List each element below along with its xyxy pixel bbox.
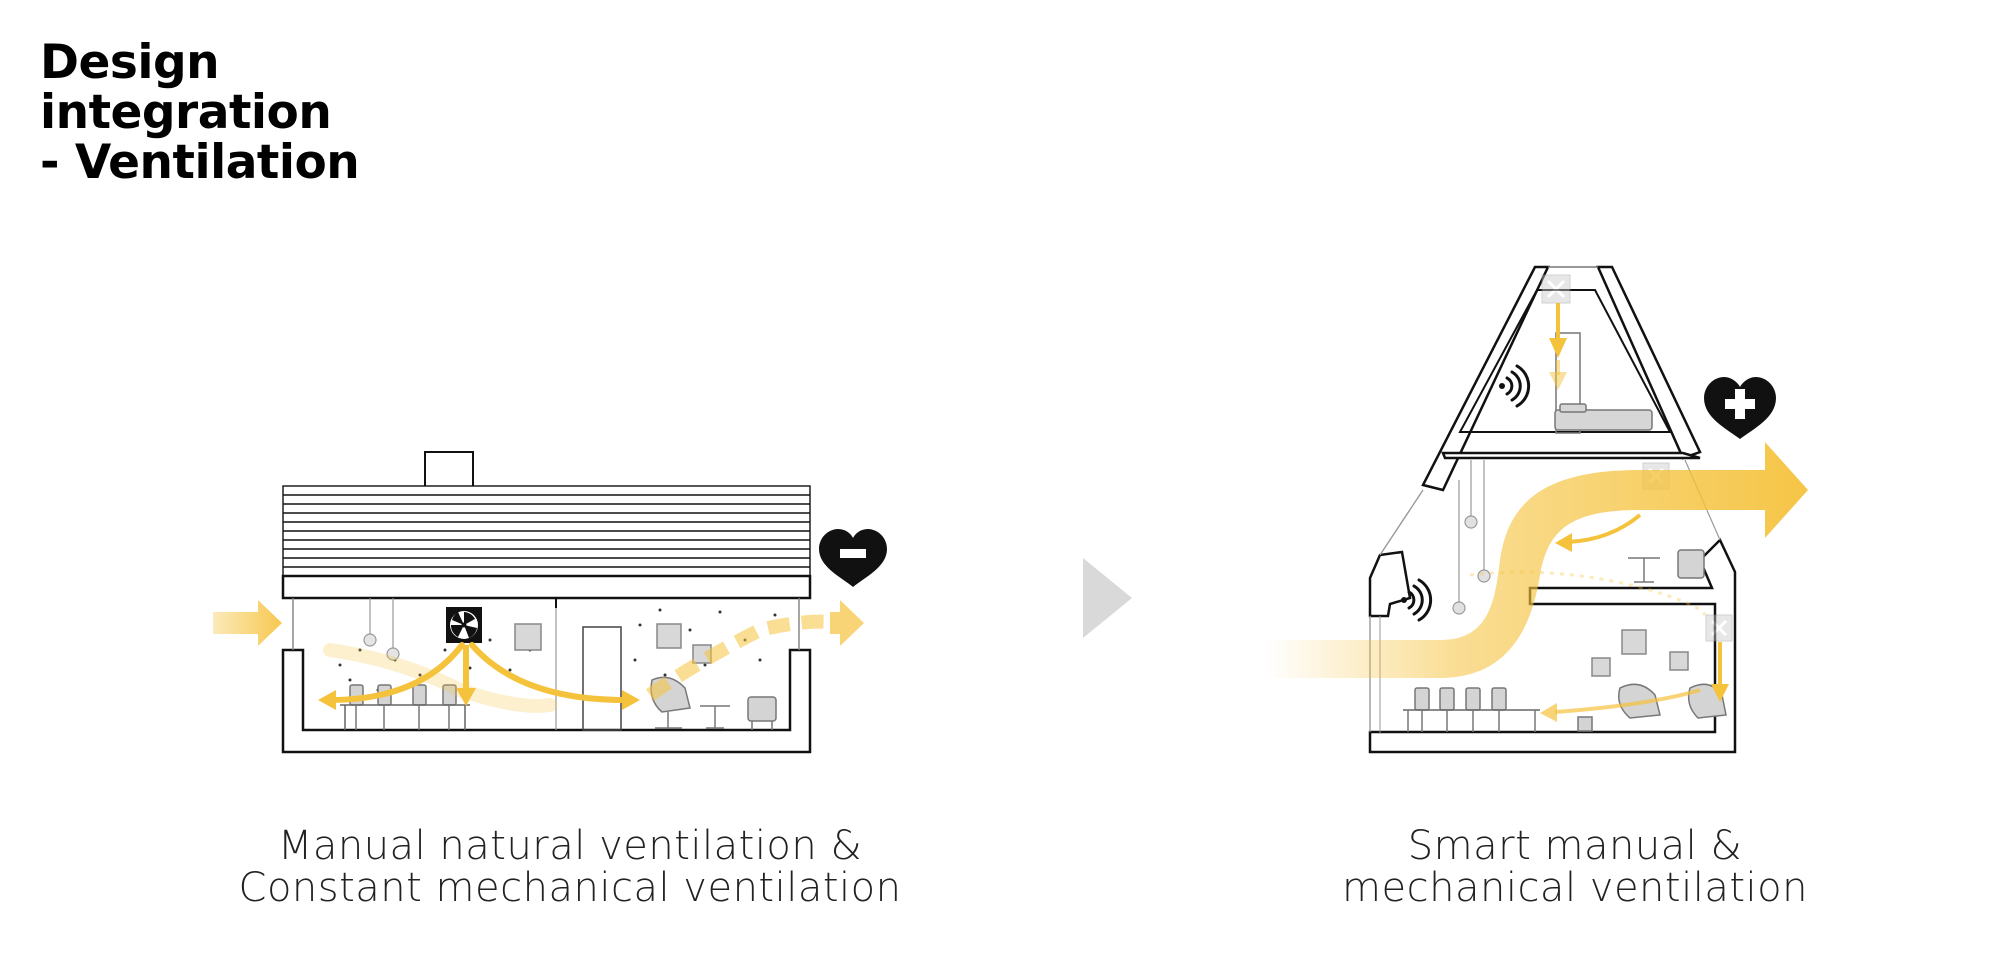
title-line-1: Design (40, 35, 220, 90)
right-airflow (1265, 303, 1808, 722)
outlet-arrow (830, 600, 864, 646)
wifi-icon (1401, 364, 1531, 622)
middle-furniture (1628, 549, 1705, 583)
caption-left: Manual natural ventilation & Constant me… (180, 825, 960, 909)
page-title: Design integration - Ventilation (40, 35, 360, 190)
wall-frames-right (1591, 629, 1689, 677)
pendant-lamps-right (1452, 460, 1491, 615)
left-airflow (213, 600, 864, 713)
lower-furniture (1403, 683, 1727, 732)
play-arrow-icon (1083, 558, 1132, 638)
title-line-2: integration (40, 85, 332, 140)
fan-icon (446, 607, 482, 643)
main-airflow-arrow (1265, 442, 1808, 678)
house-shell (1368, 265, 1737, 754)
left-house (213, 451, 887, 754)
heart-plus-icon (1704, 377, 1776, 439)
lounge-furniture (650, 676, 777, 730)
attic-fan-icon (1541, 274, 1571, 304)
pendant-lamps (363, 598, 400, 661)
caption-left-line-2: Constant mechanical ventilation (238, 865, 902, 911)
title-line-3: - Ventilation (40, 135, 360, 190)
door (582, 626, 622, 731)
caption-right: Smart manual & mechanical ventilation (1240, 825, 1910, 909)
right-house (1265, 265, 1808, 754)
chimney (424, 451, 474, 488)
ceiling-slab (281, 574, 812, 600)
floor-walls (281, 648, 812, 754)
heart-minus-icon (819, 529, 887, 587)
caption-right-line-2: mechanical ventilation (1342, 865, 1808, 911)
wall-frames (514, 623, 712, 664)
roof (282, 485, 811, 577)
caption-left-line-1: Manual natural ventilation & (277, 823, 863, 869)
inlet-arrow (213, 600, 282, 646)
lower-fan-icon (1705, 614, 1733, 642)
caption-right-line-1: Smart manual & (1407, 823, 1743, 869)
